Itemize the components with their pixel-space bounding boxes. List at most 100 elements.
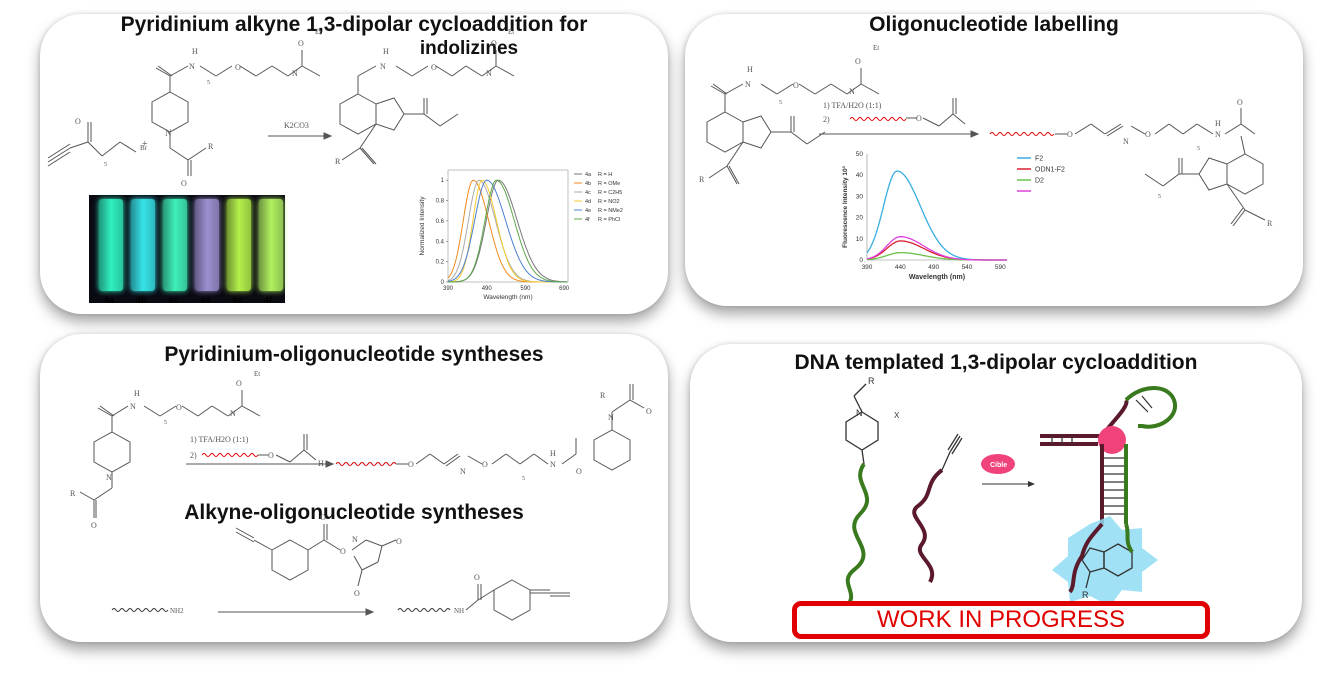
- legend-entry: ODN1-F2: [1035, 167, 1065, 174]
- series-line: [448, 179, 568, 283]
- svg-text:N: N: [1123, 137, 1129, 146]
- panel-title-line2: indolizines: [419, 38, 519, 59]
- panel-title: Pyridinium-oligonucleotide syntheses: [164, 343, 544, 366]
- x-tick-label: 390: [862, 264, 873, 271]
- svg-text:O: O: [340, 547, 346, 556]
- svg-text:H: H: [318, 459, 324, 468]
- target-molecule: [1098, 426, 1126, 454]
- legend-entry-substituent: R = OMe: [598, 181, 620, 187]
- x-axis-label: Wavelength (nm): [909, 274, 965, 281]
- subscript-label: 5: [104, 162, 107, 168]
- y-tick-label: 0: [859, 257, 863, 264]
- vial: [99, 199, 123, 291]
- reagent-label: K2CO3: [284, 121, 309, 130]
- svg-text:N: N: [550, 460, 556, 469]
- series-line: [447, 179, 568, 283]
- svg-text:5: 5: [522, 476, 525, 482]
- svg-text:N: N: [106, 473, 112, 482]
- svg-text:R: R: [600, 391, 606, 400]
- svg-text:O: O: [855, 57, 861, 66]
- svg-text:O: O: [75, 117, 81, 126]
- series-line: [866, 236, 1007, 261]
- series-line: [447, 179, 568, 283]
- svg-text:O: O: [320, 513, 326, 522]
- vial-label: 4c: [168, 295, 179, 305]
- y-tick-label: 0.2: [436, 260, 445, 266]
- panel-indolizine-cycloaddition: Pyridinium alkyne 1,3-dipolar cycloaddit…: [40, 14, 668, 314]
- y-axis-label: Normalized Intensity: [419, 196, 426, 256]
- svg-text:O: O: [916, 114, 922, 123]
- r-group-label: R: [868, 376, 875, 386]
- svg-text:N: N: [608, 413, 614, 422]
- y-tick-label: 20: [856, 215, 864, 222]
- panel-title: Oligonucleotide labelling: [869, 14, 1119, 36]
- svg-text:N: N: [380, 62, 386, 71]
- svg-text:1) TFA/H2O (1:1): 1) TFA/H2O (1:1): [190, 435, 249, 444]
- svg-text:H: H: [192, 47, 198, 56]
- indolizine-product-structure: [339, 50, 515, 165]
- series-line: [448, 179, 568, 283]
- legend-entry: 4b: [585, 181, 591, 187]
- svg-text:O: O: [176, 403, 182, 412]
- pyridinium-structure: [151, 50, 321, 176]
- svg-text:5: 5: [1158, 194, 1161, 200]
- x-tick-label: 390: [443, 286, 454, 292]
- svg-text:R: R: [1082, 590, 1089, 600]
- svg-text:O: O: [1067, 130, 1073, 139]
- panel-subtitle: Alkyne-oligonucleotide syntheses: [184, 501, 524, 524]
- vial-label: 4d: [200, 295, 211, 305]
- panel-oligonucleotide-syntheses: Pyridinium-oligonucleotide syntheses Alk…: [40, 334, 668, 642]
- legend-entry: 4e: [585, 208, 591, 214]
- x-tick-label: 490: [928, 264, 939, 271]
- svg-text:O: O: [491, 39, 497, 48]
- svg-text:H: H: [383, 47, 389, 56]
- alkyne-structure: [47, 122, 137, 167]
- legend-entry: F2: [1035, 156, 1043, 163]
- y-tick-label: 40: [856, 172, 864, 179]
- vial-label: 4f: [264, 295, 273, 305]
- svg-text:N: N: [460, 467, 466, 476]
- svg-text:2): 2): [190, 451, 197, 460]
- vial-label: 4b: [136, 295, 147, 305]
- legend-entry-substituent: R = NMe2: [598, 208, 623, 214]
- svg-text:R: R: [699, 175, 705, 184]
- svg-text:5: 5: [779, 100, 782, 106]
- svg-text:R: R: [1267, 219, 1273, 228]
- x-tick-label: 440: [895, 264, 906, 271]
- dna-templated-scheme: N R X Cible: [840, 376, 1178, 612]
- svg-text:H: H: [1215, 119, 1221, 128]
- green-oligo-strand: [840, 462, 870, 612]
- svg-text:N: N: [230, 409, 236, 418]
- svg-text:O: O: [408, 460, 414, 469]
- vial: [195, 199, 219, 291]
- svg-text:N: N: [745, 80, 751, 89]
- svg-text:H: H: [747, 65, 753, 74]
- legend-entry-substituent: R = PhCl: [598, 217, 620, 223]
- target-label: Cible: [990, 462, 1007, 469]
- maroon-oligo-strand: [912, 468, 944, 583]
- x-tick-label: 690: [559, 286, 570, 292]
- step2-label: 2): [823, 115, 830, 124]
- svg-text:N: N: [1215, 130, 1221, 139]
- vial-labels: 4a 4b 4c 4d 4e 4f: [89, 295, 285, 309]
- svg-text:N: N: [849, 87, 855, 96]
- panel-title: DNA templated 1,3-dipolar cycloaddition: [794, 351, 1198, 374]
- svg-text:O: O: [1237, 98, 1243, 107]
- svg-text:O: O: [298, 39, 304, 48]
- svg-text:O: O: [793, 81, 799, 90]
- nh-label: NH: [454, 607, 464, 615]
- svg-text:O: O: [354, 589, 360, 598]
- vial: [259, 199, 283, 291]
- y-tick-label: 0.6: [436, 219, 445, 225]
- svg-text:5: 5: [1197, 146, 1200, 152]
- y-tick-label: 0.4: [436, 239, 445, 245]
- svg-text:O: O: [91, 521, 97, 530]
- svg-text:R: R: [70, 489, 76, 498]
- svg-text:5: 5: [164, 420, 167, 426]
- vial-label: 4e: [232, 295, 243, 305]
- reaction-scheme-indolizine: O 5 + N H N O N O Et 5 Br R O K2CO3: [47, 28, 515, 188]
- svg-text:N: N: [486, 69, 492, 78]
- svg-text:O: O: [482, 460, 488, 469]
